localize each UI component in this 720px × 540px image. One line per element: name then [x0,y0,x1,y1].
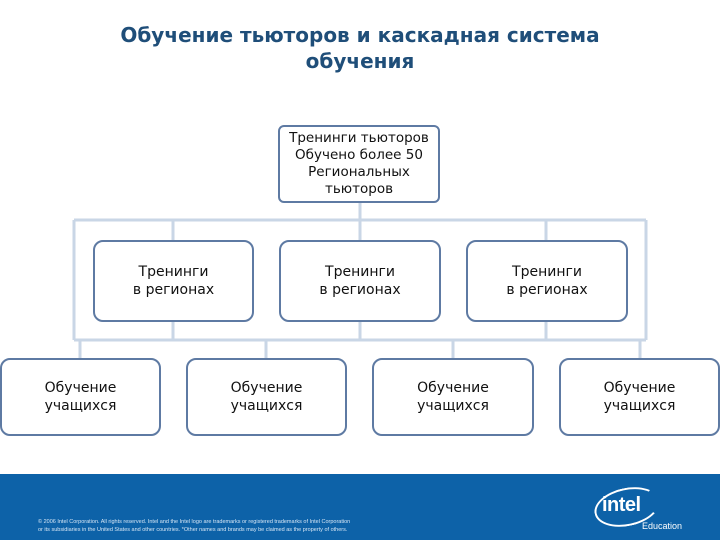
legal-line-2: or its subsidiaries in the United States… [38,527,348,533]
region-node-label: в регионах [506,282,588,298]
root-line-2: Обучено более 50 [295,147,423,163]
student-node-label: Обучение [417,380,489,396]
student-node-1: Обучение учащихся [0,358,161,436]
legal-line-1: © 2006 Intel Corporation. All rights res… [38,519,351,525]
student-node-label: учащихся [603,398,676,414]
student-node-2: Обучение учащихся [186,358,347,436]
student-node-label: Обучение [603,380,676,396]
intel-education-logo: intel Education [590,481,690,534]
root-node-tutor-trainings: Тренинги тьюторов Обучено более 50 Регио… [278,125,440,203]
student-node-label: учащихся [230,398,303,414]
student-node-4: Обучение учащихся [559,358,720,436]
region-node-1: Тренинги в регионах [93,240,254,322]
region-node-3: Тренинги в регионах [466,240,628,322]
student-node-label: Обучение [230,380,303,396]
student-node-3: Обучение учащихся [372,358,534,436]
root-line-4: тьюторов [324,181,394,197]
region-node-2: Тренинги в регионах [279,240,441,322]
logo-subtitle: Education [642,521,683,531]
student-node-label: Обучение [44,380,117,396]
legal-notice: © 2006 Intel Corporation. All rights res… [38,518,350,534]
region-node-label: Тренинги [138,264,209,280]
page-title: Обучение тьюторов и каскадная система об… [60,22,660,74]
region-node-label: Тренинги [512,264,582,280]
region-node-label: в регионах [132,282,215,298]
logo-wordmark: intel [602,494,641,516]
student-node-label: учащихся [44,398,117,414]
root-line-1: Тренинги тьюторов [289,130,429,146]
student-node-label: учащихся [417,398,489,414]
root-line-3: Региональных [308,164,410,180]
footer-bar: © 2006 Intel Corporation. All rights res… [0,474,720,540]
title-line-2: обучения [305,49,415,73]
region-node-label: Тренинги [325,264,395,280]
region-node-label: в регионах [319,282,401,298]
title-line-1: Обучение тьюторов и каскадная система [120,23,600,47]
